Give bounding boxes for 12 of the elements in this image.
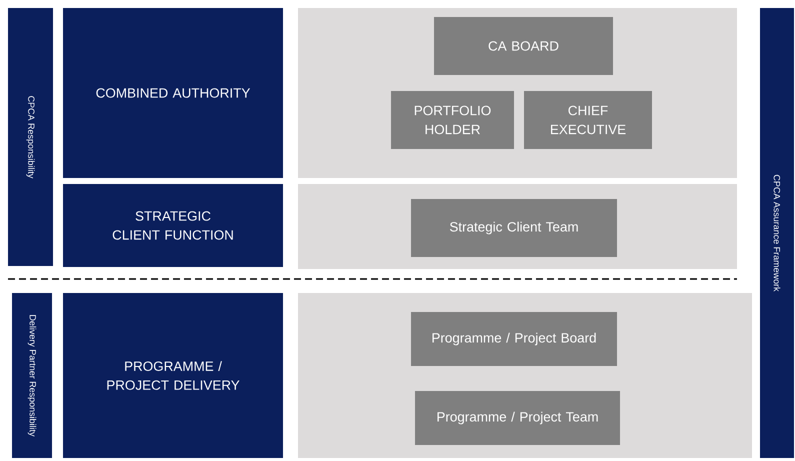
role-box: PORTFOLIO HOLDER [391, 91, 514, 149]
role-box: CHIEF EXECUTIVE [524, 91, 652, 149]
side-band: CPCA Assurance Framework [760, 8, 794, 458]
side-band: CPCA Responsibility [8, 8, 53, 266]
role-box: CA BOARD [434, 17, 613, 75]
side-band: Delivery Partner Responsibility [12, 293, 52, 458]
role-box: Programme / Project Board [411, 312, 617, 366]
level-box: STRATEGIC CLIENT FUNCTION [63, 184, 283, 267]
role-box: Programme / Project Team [415, 391, 620, 445]
level-box: PROGRAMME / PROJECT DELIVERY [63, 293, 283, 458]
role-box: Strategic Client Team [411, 199, 617, 257]
level-box: COMBINED AUTHORITY [63, 8, 283, 178]
